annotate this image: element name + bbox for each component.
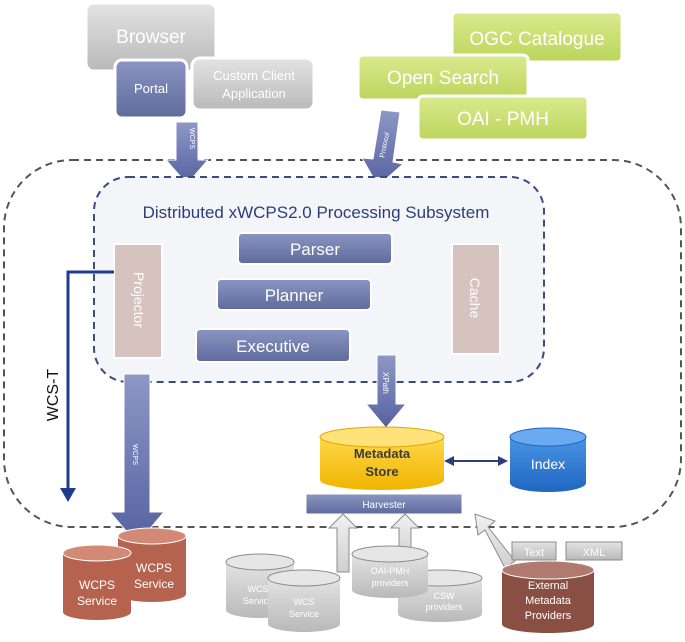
external-providers-label-3: Providers — [525, 610, 572, 622]
portal-box — [113, 58, 189, 120]
ogc-catalogue-box — [450, 10, 624, 64]
projector-box — [113, 243, 163, 359]
harvester-arrow-left — [327, 513, 359, 573]
portal-label: Portal — [134, 81, 168, 96]
cache-box — [451, 243, 501, 355]
ogc-catalogue-label: OGC Catalogue — [469, 29, 604, 50]
wcps-service-cylinder-back — [117, 527, 187, 602]
wcps-service-back-label-2: Service — [134, 577, 174, 591]
wcs-service-back-label-2: Service — [243, 596, 273, 606]
xml-tag-label: XML — [583, 547, 606, 559]
wcs-t-arrowhead — [60, 488, 76, 502]
harvester-arrow-right — [474, 513, 516, 569]
csw-providers-label-1: CSW — [434, 591, 456, 601]
oai-pmh-providers-label-2: providers — [371, 578, 409, 588]
external-providers-cylinder — [501, 560, 595, 633]
xpath-arrow-label: XPath — [381, 372, 390, 394]
executive-box — [195, 328, 351, 363]
xml-tag — [565, 541, 623, 561]
browser-label: Browser — [116, 27, 186, 48]
custom-client-label-2: Application — [222, 86, 286, 101]
external-providers-label-2: Metadata — [525, 595, 572, 607]
system-boundary — [3, 159, 682, 528]
protocol-arrow — [361, 109, 405, 187]
wcps-arrow-top-label: WCPS — [188, 128, 195, 149]
metadata-store-label-2: Store — [365, 464, 398, 479]
wcps-service-cylinder-front — [62, 544, 132, 620]
harvester-bar — [305, 493, 463, 515]
text-tag-label: Text — [524, 547, 544, 559]
csw-providers-label-2: providers — [425, 602, 463, 612]
wcs-service-back-label-1: WCS — [248, 584, 269, 594]
store-index-arrowhead-left — [444, 456, 454, 466]
wcs-service-front-label-2: Service — [289, 609, 319, 619]
wcs-t-connector — [66, 270, 114, 492]
cache-label: Cache — [467, 278, 483, 319]
custom-client-box — [190, 56, 316, 112]
store-index-arrowhead-right — [498, 456, 508, 466]
wcs-service-front-label-1: WCS — [294, 597, 315, 607]
projector-label: Projector — [131, 272, 147, 328]
planner-box — [216, 278, 372, 311]
custom-client-label-1: Custom Client — [213, 68, 295, 83]
wcs-t-label: WCS-T — [45, 369, 62, 422]
text-tag — [511, 541, 557, 561]
oai-pmh-label: OAI - PMH — [457, 109, 549, 130]
external-providers-label-1: External — [528, 580, 568, 592]
open-search-label: Open Search — [387, 68, 499, 89]
index-label: Index — [531, 456, 565, 472]
wcps-service-front-label-2: Service — [77, 594, 117, 608]
planner-label: Planner — [265, 286, 324, 305]
parser-box — [237, 232, 393, 265]
wcs-service-cylinder-front — [267, 569, 341, 632]
harvester-label: Harvester — [362, 500, 406, 511]
index-cylinder — [509, 427, 587, 492]
metadata-store — [319, 426, 445, 490]
wcps-service-back-label-1: WCPS — [136, 561, 172, 575]
executive-label: Executive — [236, 337, 310, 356]
subsystem-title: Distributed xWCPS2.0 Processing Subsyste… — [143, 203, 490, 222]
oai-pmh-providers-cylinder — [351, 545, 429, 598]
oai-pmh-box — [416, 94, 590, 142]
wcps-service-front-label-1: WCPS — [79, 578, 115, 592]
xpath-arrow — [364, 354, 408, 429]
metadata-store-label-1: Metadata — [354, 446, 411, 461]
parser-label: Parser — [290, 240, 340, 259]
wcps-arrow-down-label: WCPS — [131, 444, 138, 465]
wcps-arrow-top — [164, 121, 210, 185]
oai-pmh-providers-label-1: OAI-PMH — [371, 566, 410, 576]
